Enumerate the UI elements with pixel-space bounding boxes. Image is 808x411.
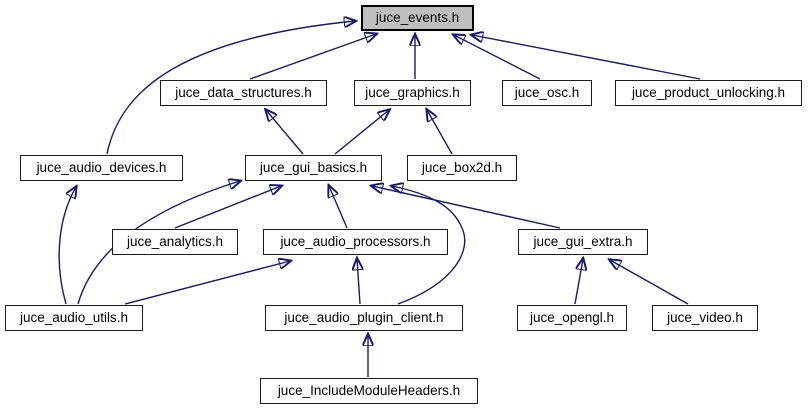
node-juce-opengl[interactable]: juce_opengl.h [517, 305, 627, 331]
node-juce-audio-processors[interactable]: juce_audio_processors.h [263, 229, 448, 255]
node-juce-data-structures[interactable]: juce_data_structures.h [160, 80, 327, 106]
node-juce-include-module-headers[interactable]: juce_IncludeModuleHeaders.h [260, 378, 478, 404]
edge-juce_gui_basics-to-juce_graphics [334, 110, 389, 155]
edge-juce_audio_utils-to-juce_audio_processors [124, 261, 290, 305]
node-juce-analytics[interactable]: juce_analytics.h [112, 229, 238, 255]
edge-juce_osc-to-juce_events [454, 35, 541, 80]
node-juce-osc[interactable]: juce_osc.h [502, 80, 592, 106]
node-juce-gui-extra[interactable]: juce_gui_extra.h [518, 229, 648, 255]
edge-juce_analytics-to-juce_gui_basics [174, 186, 281, 229]
node-juce-audio-plugin-client[interactable]: juce_audio_plugin_client.h [265, 305, 463, 331]
edge-juce_opengl-to-juce_gui_extra [574, 259, 583, 305]
node-juce-box2d[interactable]: juce_box2d.h [407, 155, 517, 181]
node-juce-graphics[interactable]: juce_graphics.h [354, 80, 471, 106]
node-juce-product-unlocking[interactable]: juce_product_unlocking.h [615, 80, 802, 106]
edge-juce_audio_plugin_client-to-juce_audio_processors [357, 259, 360, 305]
node-juce-audio-devices[interactable]: juce_audio_devices.h [20, 155, 183, 181]
edge-juce_video-to-juce_gui_extra [610, 260, 689, 305]
node-juce-events: juce_events.h [361, 5, 474, 31]
node-juce-video[interactable]: juce_video.h [652, 305, 758, 331]
edge-juce_audio_utils-to-juce_audio_devices [58, 187, 76, 305]
edge-juce_gui_basics-to-juce_data_structures [266, 110, 304, 155]
edge-juce_box2d-to-juce_graphics [427, 110, 453, 155]
edge-juce_gui_extra-to-juce_gui_basics [372, 186, 561, 229]
node-juce-audio-utils[interactable]: juce_audio_utils.h [5, 305, 143, 331]
edge-juce_product_unlocking-to-juce_events [472, 35, 701, 80]
edge-juce_audio_processors-to-juce_gui_basics [329, 186, 348, 229]
node-juce-gui-basics[interactable]: juce_gui_basics.h [245, 155, 382, 181]
edge-juce_data_structures-to-juce_events [249, 34, 376, 80]
